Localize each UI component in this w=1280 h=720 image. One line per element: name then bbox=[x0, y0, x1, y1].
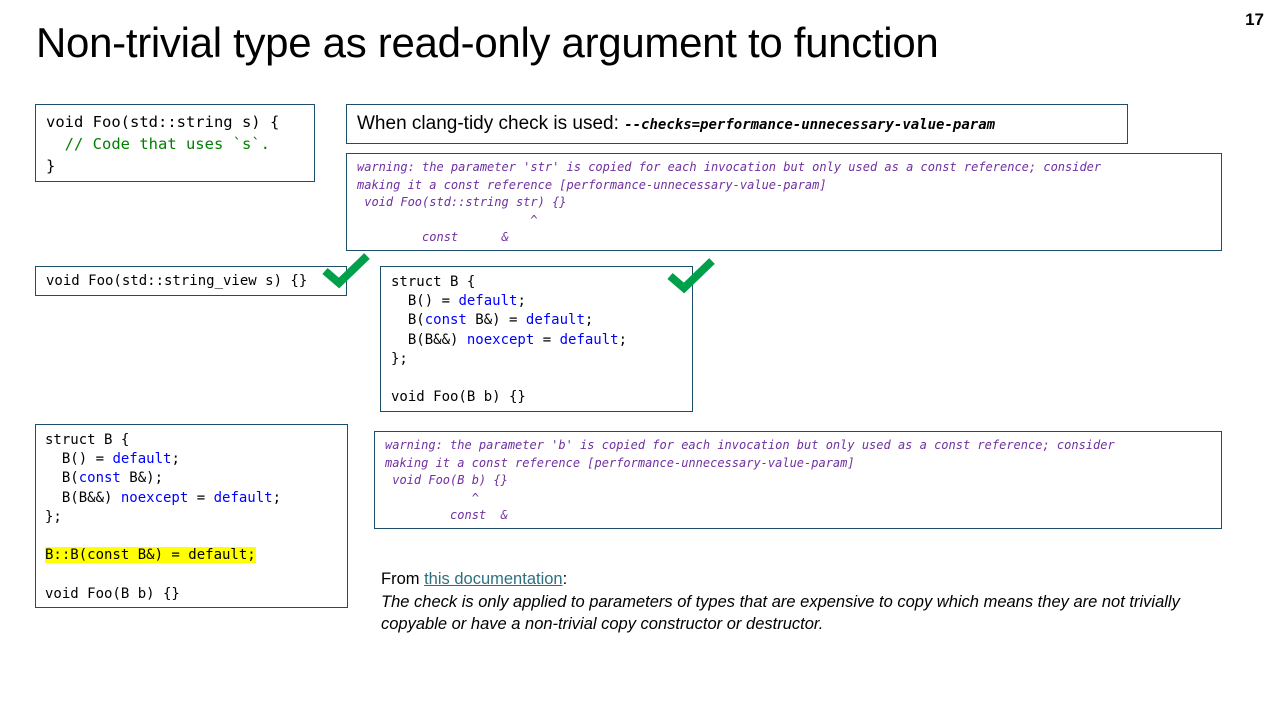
code-keyword: const bbox=[424, 312, 467, 329]
warning-line: void Foo(std::string str) {} bbox=[357, 195, 567, 209]
clang-tidy-label-box: When clang-tidy check is used: --checks=… bbox=[346, 104, 1128, 144]
code-line: B() = bbox=[45, 451, 113, 468]
code-line: = bbox=[188, 489, 214, 506]
code-keyword: noexcept bbox=[120, 489, 189, 506]
code-line: B(B&&) bbox=[45, 489, 121, 506]
clang-tidy-flag: --checks=performance-unnecessary-value-p… bbox=[624, 117, 996, 133]
code-box-string-view: void Foo(std::string_view s) {} bbox=[35, 266, 347, 296]
code-box-struct-ok: struct B { B() = default; B(const B&) = … bbox=[380, 266, 693, 412]
code-line: void Foo(std::string s) { bbox=[46, 113, 280, 131]
code-line: B() = bbox=[391, 293, 459, 310]
code-line: B&) = bbox=[466, 312, 526, 329]
code-comment: // Code that uses `s`. bbox=[46, 135, 270, 153]
warning-line: warning: the parameter 'b' is copied for… bbox=[385, 438, 1115, 452]
warning-line: void Foo(B b) {} bbox=[385, 473, 508, 487]
warning-line: making it a const reference [performance… bbox=[357, 177, 827, 192]
warning-fixit: const & bbox=[357, 230, 509, 244]
code-keyword: default bbox=[525, 312, 585, 329]
highlighted-code-line: B::B(const B&) = default; bbox=[45, 547, 256, 564]
warning-fixit: const & bbox=[385, 508, 508, 522]
code-line: B( bbox=[391, 312, 425, 329]
code-line: ; bbox=[272, 489, 282, 506]
code-keyword: const bbox=[78, 470, 121, 487]
code-keyword: default bbox=[112, 451, 172, 468]
code-line: void Foo(B b) {} bbox=[45, 585, 180, 602]
code-keyword: default bbox=[213, 489, 273, 506]
warning-caret: ^ bbox=[385, 490, 479, 505]
warning-caret: ^ bbox=[357, 212, 538, 227]
code-line: }; bbox=[391, 350, 408, 367]
note-suffix: : bbox=[562, 570, 568, 588]
code-line: void Foo(B b) {} bbox=[391, 389, 526, 406]
code-line: ; bbox=[517, 293, 526, 310]
code-line: struct B { bbox=[391, 274, 476, 290]
code-line: struct B { bbox=[45, 432, 130, 448]
code-line: }; bbox=[45, 508, 62, 525]
clang-tidy-label: When clang-tidy check is used: bbox=[357, 113, 625, 134]
documentation-quote: The check is only applied to parameters … bbox=[381, 592, 1180, 634]
code-keyword: default bbox=[559, 331, 619, 348]
warning-line: warning: the parameter 'str' is copied f… bbox=[357, 160, 1102, 174]
slide-title: Non-trivial type as read-only argument t… bbox=[36, 19, 939, 66]
code-keyword: noexcept bbox=[466, 331, 535, 348]
code-line: B&); bbox=[120, 470, 164, 487]
code-line: void Foo(std::string_view s) {} bbox=[46, 273, 308, 289]
warning-box-str: warning: the parameter 'str' is copied f… bbox=[346, 153, 1222, 251]
code-box-struct-bad: struct B { B() = default; B(const B&); B… bbox=[35, 424, 348, 608]
documentation-link[interactable]: this documentation bbox=[424, 570, 563, 588]
code-line: B( bbox=[45, 470, 79, 487]
code-line: ; bbox=[618, 331, 628, 348]
check-icon bbox=[667, 258, 715, 294]
documentation-note: From this documentation: The check is on… bbox=[381, 568, 1241, 636]
warning-box-b: warning: the parameter 'b' is copied for… bbox=[374, 431, 1222, 529]
code-box-string-param: void Foo(std::string s) { // Code that u… bbox=[35, 104, 315, 182]
warning-line: making it a const reference [performance… bbox=[385, 455, 855, 470]
note-prefix: From bbox=[381, 570, 425, 588]
slide-number: 17 bbox=[1245, 10, 1264, 29]
check-icon bbox=[322, 253, 370, 289]
code-line: } bbox=[46, 157, 56, 175]
code-line: ; bbox=[584, 312, 594, 329]
code-line: B(B&&) bbox=[391, 331, 467, 348]
code-keyword: default bbox=[458, 293, 518, 310]
code-line: ; bbox=[171, 451, 180, 468]
code-line: = bbox=[534, 331, 560, 348]
